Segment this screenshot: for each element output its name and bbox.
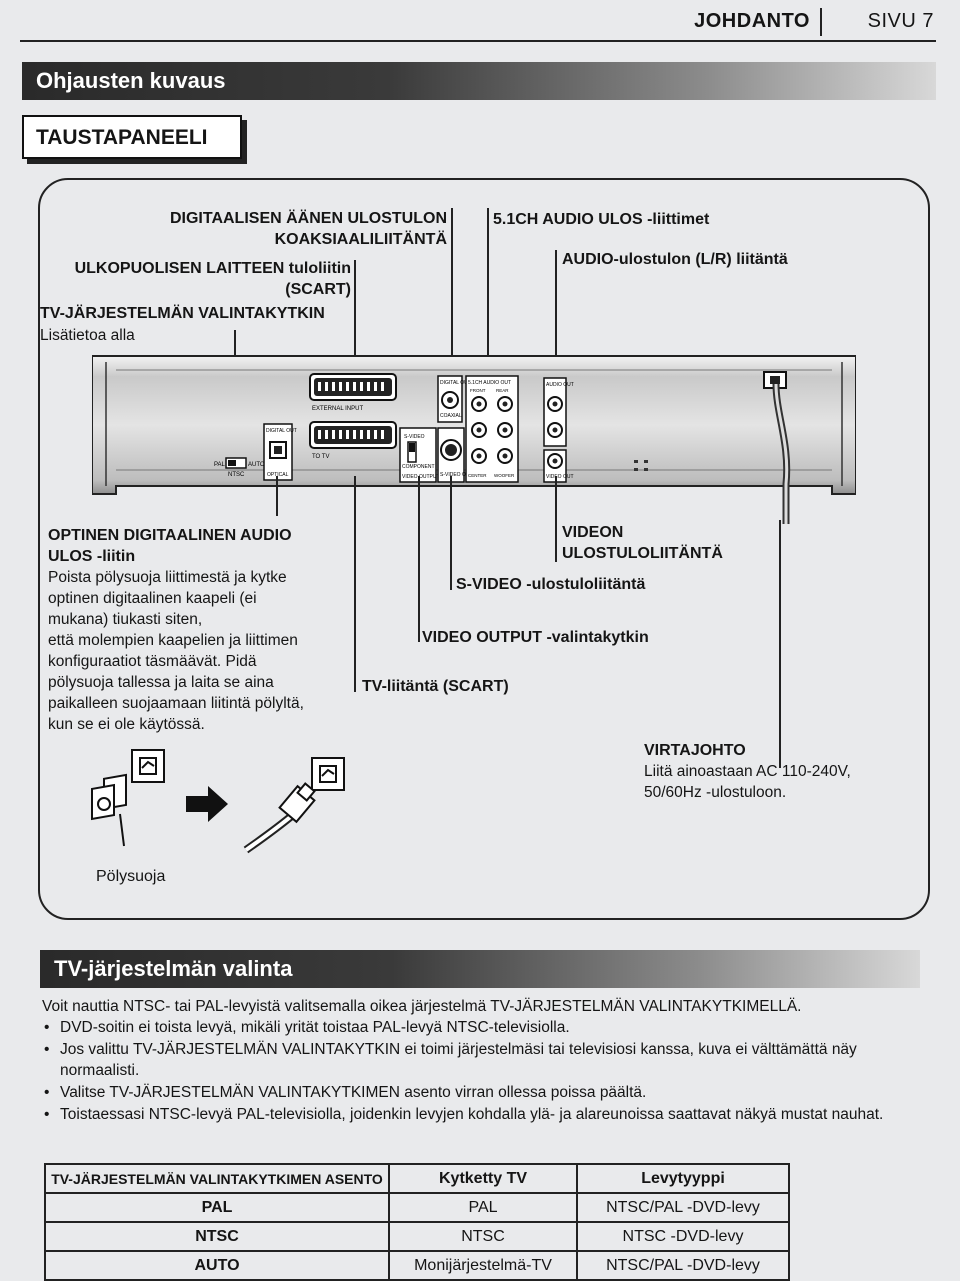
table-cell: NTSC/PAL -DVD-levy — [576, 1250, 790, 1281]
table-header-row: TV-JÄRJESTELMÄN VALINTAKYTKIMEN ASENTO K… — [44, 1163, 790, 1194]
list-item: Toistaessasi NTSC-levyä PAL-televisiolla… — [42, 1104, 912, 1125]
video-output-switch-plate — [399, 427, 437, 483]
table-cell: NTSC — [44, 1221, 390, 1252]
label-svideo: S-VIDEO -ulostuloliitäntä — [456, 576, 646, 593]
list-item: DVD-soitin ei toista levyä, mikäli yritä… — [42, 1017, 912, 1038]
device-text-51ch: 5.1CH AUDIO OUT — [468, 380, 511, 386]
ch51-jacks — [471, 396, 513, 464]
device-text-ntsc: NTSC — [228, 472, 245, 478]
optical-desc-line: paikalleen suojaamaan liitintä pölyltä, — [48, 695, 304, 712]
device-text-video-output: VIDEO OUTPUT — [402, 474, 440, 480]
dust-cap-illustration — [91, 749, 345, 854]
rear-panel-frame — [38, 178, 930, 920]
device-text-front: FRONT — [470, 388, 486, 393]
power-note-line1: Liitä ainoastaan AC 110-240V, — [644, 763, 851, 780]
section-heading-tv-system: TV-järjestelmän valinta — [40, 950, 920, 988]
external-input-scart — [309, 373, 397, 401]
device-text-audio-out: AUDIO OUT — [546, 382, 574, 388]
optical-desc-line: kun se ei ole käytössä. — [48, 716, 205, 733]
device-text-digital-out-optical: DIGITAL OUT — [266, 428, 297, 434]
device-text-woofer: WOOFER — [494, 473, 515, 478]
table-cell: Monijärjestelmä-TV — [388, 1250, 578, 1281]
power-cord — [772, 384, 791, 524]
device-text-to-tv: TO TV — [312, 454, 329, 460]
device-text-svideo-switch: S-VIDEO — [404, 434, 425, 440]
tv-system-intro: Voit nauttia NTSC- tai PAL-levyistä vali… — [42, 998, 802, 1015]
leader-digital-audio — [451, 208, 453, 380]
label-optical-title-line2: ULOS -liitin — [48, 548, 136, 565]
leader-audio-lr — [555, 250, 557, 380]
device-text-center: CENTER — [468, 473, 487, 478]
list-item: Valitse TV-JÄRJESTELMÄN VALINTAKYTKIMEN … — [42, 1082, 912, 1103]
device-text-optical: OPTICAL — [267, 472, 289, 478]
label-dust-cap: Pölysuoja — [96, 868, 166, 885]
device-text-auto: AUTO — [248, 462, 265, 468]
optical-desc-line: Poista pölysuoja liittimestä ja kytke — [48, 569, 287, 586]
label-tv-system-switch: TV-JÄRJESTELMÄN VALINTAKYTKIN — [40, 305, 325, 322]
label-tv-system-note: Lisätietoa alla — [40, 327, 135, 344]
header-separator — [820, 8, 822, 36]
device-text-coaxial: COAXIAL — [440, 413, 462, 419]
table-cell: PAL — [388, 1192, 578, 1223]
label-digital-audio-line1: DIGITAALISEN ÄÄNEN ULOSTULON — [169, 210, 447, 227]
table-header: Kytketty TV — [388, 1163, 578, 1194]
header-rule — [20, 40, 936, 42]
label-video-out-line1: VIDEON — [562, 524, 624, 541]
tv-system-table: TV-JÄRJESTELMÄN VALINTAKYTKIMEN ASENTO K… — [44, 1163, 790, 1281]
device-text-rear: REAR — [496, 388, 509, 393]
label-51ch-audio: 5.1CH AUDIO ULOS -liittimet — [493, 211, 710, 228]
leader-51ch — [487, 208, 489, 380]
label-power-cord: VIRTAJOHTO — [644, 742, 746, 759]
device-text-component: COMPONENT — [402, 464, 435, 470]
optical-desc-line: konfiguraatiot täsmäävät. Pidä — [48, 653, 257, 670]
device-text-external-input: EXTERNAL INPUT — [312, 406, 363, 412]
tv-system-notes: DVD-soitin ei toista levyä, mikäli yritä… — [42, 1017, 912, 1126]
table-cell: NTSC — [388, 1221, 578, 1252]
table-cell: AUTO — [44, 1250, 390, 1281]
leader-external-input — [354, 260, 356, 372]
page-number: SIVU 7 — [867, 10, 934, 32]
leader-svideo — [450, 476, 452, 590]
label-digital-audio-line2: KOAKSIAALILIITÄNTÄ — [274, 231, 447, 248]
label-external-input-line2: (SCART) — [285, 281, 351, 298]
leader-video-out — [555, 476, 557, 562]
leader-tv-scart — [354, 476, 356, 692]
list-item: Jos valittu TV-JÄRJESTELMÄN VALINTAKYTKI… — [42, 1039, 912, 1081]
device-text-digital-out-coaxial: DIGITAL OUT — [440, 380, 471, 386]
vent-holes — [634, 460, 648, 471]
optical-desc-line: mukana) tiukasti siten, — [48, 611, 203, 628]
optical-desc-line: optinen digitaalinen kaapeli (ei — [48, 590, 257, 607]
optical-desc-line: että molempien kaapelien ja liittimen — [48, 632, 298, 649]
leader-optical — [276, 476, 278, 516]
label-tv-scart: TV-liitäntä (SCART) — [362, 678, 509, 695]
label-video-out-line2: ULOSTULOLIITÄNTÄ — [562, 545, 723, 562]
device-text-svideo-out: S-VIDEO OUT — [440, 472, 473, 478]
rear-panel-tag: TAUSTAPANEELI — [22, 115, 242, 159]
device-text-video-out: VIDEO OUT — [546, 474, 574, 480]
table-header: TV-JÄRJESTELMÄN VALINTAKYTKIMEN ASENTO — [44, 1163, 390, 1194]
label-video-output-switch: VIDEO OUTPUT -valintakytkin — [422, 629, 649, 646]
to-tv-scart — [309, 421, 397, 449]
optical-desc-line: pölysuoja tallessa ja laita se aina — [48, 674, 274, 691]
table-cell: NTSC/PAL -DVD-levy — [576, 1192, 790, 1223]
table-row: NTSC NTSC NTSC -DVD-levy — [44, 1221, 790, 1252]
chapter-title: JOHDANTO — [694, 10, 810, 32]
leader-video-output — [418, 476, 420, 642]
table-row: AUTO Monijärjestelmä-TV NTSC/PAL -DVD-le… — [44, 1250, 790, 1281]
label-optical-title-line1: OPTINEN DIGITAALINEN AUDIO — [48, 527, 292, 544]
label-audio-lr: AUDIO-ulostulon (L/R) liitäntä — [562, 251, 788, 268]
table-cell: NTSC -DVD-levy — [576, 1221, 790, 1252]
device-text-pal: PAL — [214, 462, 226, 468]
section-heading-controls: Ohjausten kuvaus — [22, 62, 936, 100]
table-header: Levytyyppi — [576, 1163, 790, 1194]
optical-description: Poista pölysuoja liittimestä ja kytke op… — [48, 567, 348, 735]
dvd-rear-panel: EXTERNAL INPUT TO TV PAL NTSC AUTO DIGIT… — [92, 355, 856, 495]
leader-power-cord — [779, 520, 781, 768]
label-external-input-line1: ULKOPUOLISEN LAITTEEN tuloliitin — [74, 260, 351, 277]
power-note-line2: 50/60Hz -ulostuloon. — [644, 784, 787, 801]
table-row: PAL PAL NTSC/PAL -DVD-levy — [44, 1192, 790, 1223]
table-cell: PAL — [44, 1192, 390, 1223]
